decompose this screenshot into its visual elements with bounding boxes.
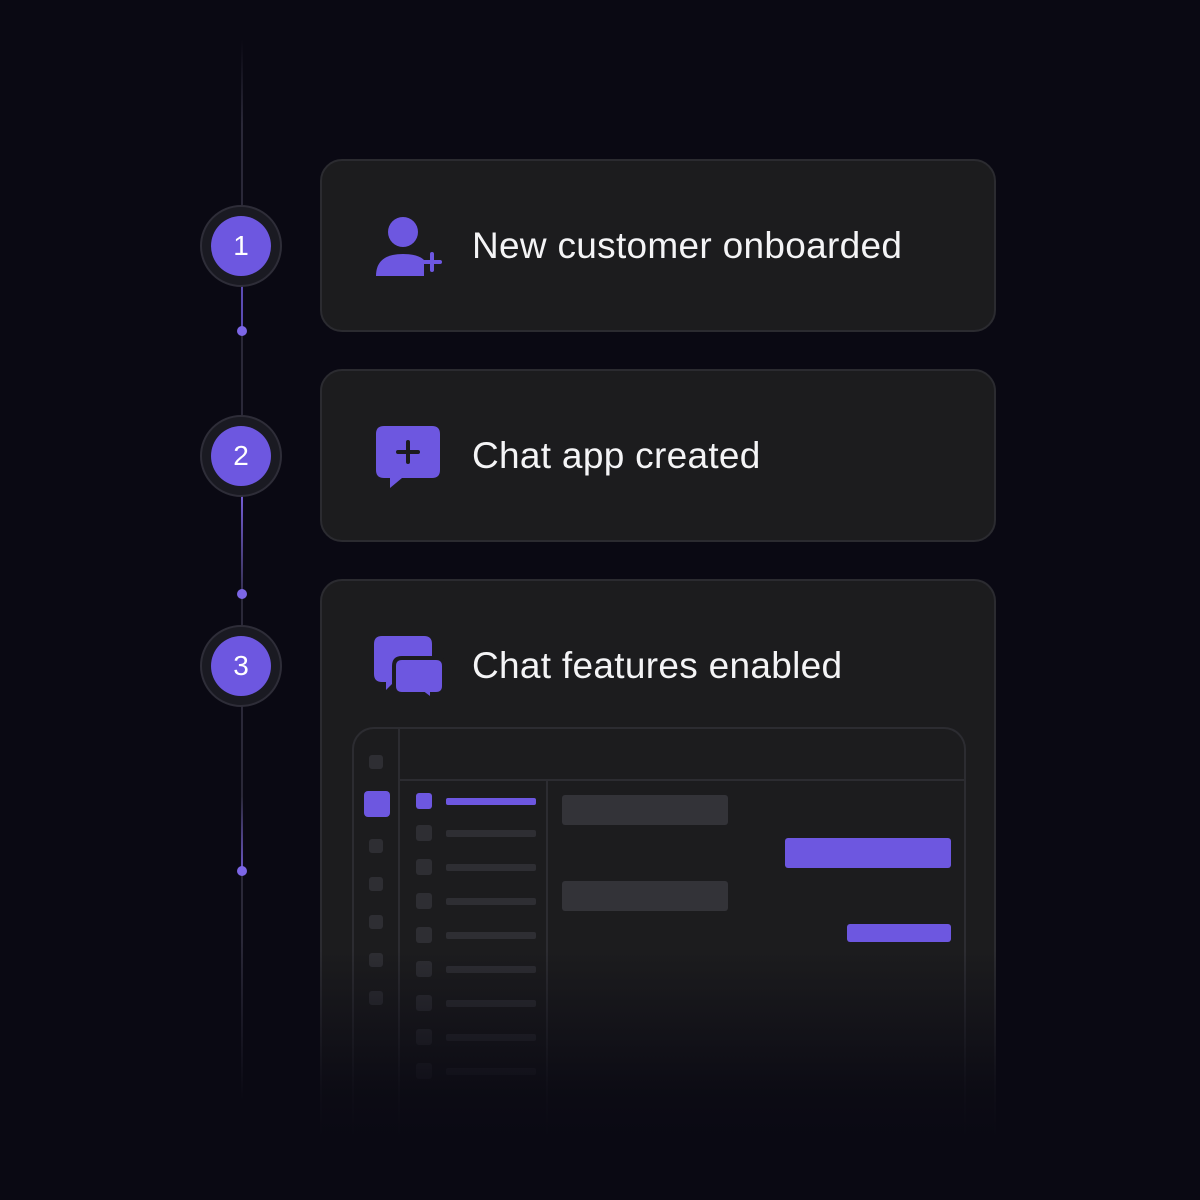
timeline-dot-2	[237, 589, 247, 599]
preview-list-item	[416, 859, 536, 875]
step-number-2: 2	[211, 426, 271, 486]
preview-rail-icon	[369, 755, 383, 769]
step-number-3: 3	[211, 636, 271, 696]
preview-rail-icon	[369, 877, 383, 891]
preview-list-item-active	[416, 793, 536, 809]
preview-list-item	[416, 927, 536, 943]
step-card-1: New customer onboarded	[320, 159, 996, 332]
step-label-1: New customer onboarded	[472, 225, 903, 266]
step-number-1: 1	[211, 216, 271, 276]
preview-list-item	[416, 961, 536, 977]
chat-bubbles-icon	[374, 636, 444, 700]
step-card-3: Chat features enabled	[320, 579, 996, 1147]
preview-list-item	[416, 893, 536, 909]
preview-rail-icon	[369, 953, 383, 967]
step-card-2: Chat app created	[320, 369, 996, 542]
chat-app-preview	[352, 727, 966, 1147]
preview-rail-icon	[369, 839, 383, 853]
timeline-segment-3	[241, 706, 243, 870]
preview-message-outgoing	[785, 838, 951, 868]
step-marker-3: 3	[200, 625, 282, 707]
preview-message-incoming	[562, 795, 728, 825]
timeline-segment-2	[241, 496, 243, 592]
preview-list-item	[416, 1063, 536, 1079]
preview-sidebar-rail	[354, 729, 400, 1147]
preview-list-item	[416, 1029, 536, 1045]
chat-plus-icon	[376, 426, 440, 488]
preview-header-divider	[400, 779, 964, 781]
preview-message-incoming	[562, 881, 728, 911]
preview-list-item	[416, 825, 536, 841]
preview-rail-icon	[369, 991, 383, 1005]
preview-list-item	[416, 995, 536, 1011]
user-plus-icon	[376, 217, 442, 276]
preview-rail-icon-active	[364, 791, 390, 817]
step-label-2: Chat app created	[472, 435, 761, 476]
step-label-3: Chat features enabled	[472, 645, 843, 686]
timeline-segment-1	[241, 286, 243, 330]
step-marker-2: 2	[200, 415, 282, 497]
step-marker-1: 1	[200, 205, 282, 287]
preview-list-divider	[546, 781, 548, 1147]
preview-message-outgoing	[847, 924, 951, 942]
timeline-dot-3	[237, 866, 247, 876]
timeline-dot-1	[237, 326, 247, 336]
preview-rail-icon	[369, 915, 383, 929]
